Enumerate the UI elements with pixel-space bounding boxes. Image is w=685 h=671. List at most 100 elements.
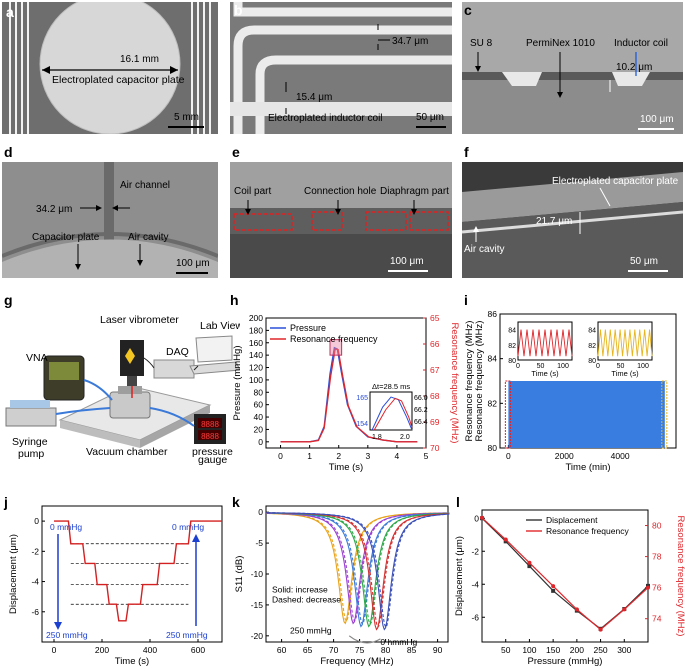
note-dashed: Dashed: decrease [272,595,341,605]
scale-label-b: 50 μm [416,112,444,123]
x-tick-label: 2 [336,451,341,461]
panel-label-l: l [456,494,460,510]
inset-frame [517,321,573,361]
label-inductor-coil: Inductor coil [614,38,668,49]
dimension-arrow-a [42,66,178,74]
panel-d: d Air channel 34.2 μm Capacitor plate Ai… [0,142,220,280]
legend-label: Resonance frequency [290,334,378,344]
label-air-cavity: Air cavity [128,232,169,243]
x-tick-label: 3 [365,451,370,461]
label-coil-part: Coil part [234,186,272,197]
inductor-coil-drawing [230,2,452,134]
inset-x-tick-label: 0 [516,363,520,370]
x-tick-label: 4000 [611,451,630,461]
x-tick-label: 0 [278,451,283,461]
y-tick-label: -15 [251,600,264,610]
caption-a: Electroplated capacitor plate [52,74,185,86]
dimension-label-b2: 15.4 μm [296,92,333,103]
scale-label-c: 100 μm [640,114,674,125]
x-axis-label: Pressure (mmHg) [528,656,603,667]
x-tick-label: 4 [395,451,400,461]
panel-label-d: d [4,144,13,160]
label-su8: SU 8 [470,38,493,49]
sem-image-a [2,2,218,134]
sem-image-c [462,2,683,134]
inset-x-tick-label: 1.8 [372,434,382,441]
inset-frame [369,391,413,431]
y2-tick-label: 65 [430,313,440,323]
resonance-marker [574,607,579,612]
panel-label-i: i [464,292,468,308]
y-tick-label: -5 [255,538,263,548]
inset-x-tick-label: 50 [537,363,545,370]
label-pressure: pressure [192,446,233,458]
resonance-marker [551,584,556,589]
sem-image-d [2,162,218,278]
air-channel-drawing [2,162,218,278]
x-tick-label: 60 [277,645,287,655]
x-tick-label: 100 [522,645,536,655]
label-syringe: Syringe [12,436,48,448]
panel-label-f: f [464,144,469,160]
inset-x-tick-label: 100 [637,363,649,370]
inset-x-tick-label: 100 [557,363,569,370]
label-vna: VNA [26,352,48,364]
y2-tick-label: 68 [430,391,440,401]
inset-y-tick-label: 80 [508,358,516,365]
x-axis-label: Time (s) [329,462,363,473]
x-tick-label: 0 [52,645,57,655]
resonance-marker [646,585,650,590]
dimension-label-c: 10.2 μm [616,62,653,73]
cross-section-c-drawing [462,2,683,134]
x-tick-label: 0 [506,451,511,461]
sem-image-f [462,162,683,278]
y-tick-label: 60 [254,400,264,410]
pointer-arrows-d [75,205,143,270]
annotation-250mmhg: 250 mmHg [290,626,332,636]
setup-illustration: 8888 8888 [5,335,240,448]
y-tick-label: 84 [488,354,498,364]
x-tick-label: 300 [617,645,631,655]
y-tick-label: 140 [249,350,263,360]
resonance-marker [503,537,508,542]
pointer-arrows-f [473,187,611,242]
panel-b: b 34.7 μm 15.4 μm Electroplated inductor… [228,0,454,138]
inset-y-tick-label: 165 [356,395,368,402]
legend-label: Resonance frequency [546,526,629,536]
label-laser-vibrometer: Laser vibrometer [100,314,179,326]
gauge-readout-2: 8888 [201,432,219,441]
annotation-0mmhg: 0 hmmHg [380,637,417,647]
inset-frame [597,321,653,361]
y-tick-label: 180 [249,325,263,335]
y-axis-label: Resonance frequency (MHz) [464,321,475,442]
scale-bar-b [416,126,446,128]
y-axis-label-2: Resonance frequency (MHz) [474,321,485,442]
sem-image-e [230,162,452,278]
cross-section-f-drawing [462,172,683,278]
panel-g: g 8888 8888 Laser v [0,290,240,465]
label-gauge: gauge [198,454,228,465]
inset-y-tick-label: 154 [356,421,368,428]
inset-x-tick-label: 50 [617,363,625,370]
y2-tick-label: 69 [430,417,440,427]
x-tick-label: 200 [95,645,109,655]
scale-label-e: 100 μm [390,256,424,267]
plot-frame [481,509,649,643]
y2-axis-label: Resonance frequency (MHz) [449,323,460,444]
y-tick-label: -6 [471,612,479,622]
panel-label-b: b [234,2,243,18]
y-tick-label: 80 [254,387,264,397]
panel-label-e: e [232,144,240,160]
label-vacuum-chamber: Vacuum chamber [86,446,168,458]
scale-label-f: 50 μm [630,256,658,267]
inset-annotation: Δt=28.5 ms [372,382,410,391]
scale-label-d: 100 μm [176,258,210,269]
label-lab-view: Lab View [200,320,240,332]
inset-series-resonance [373,397,413,431]
